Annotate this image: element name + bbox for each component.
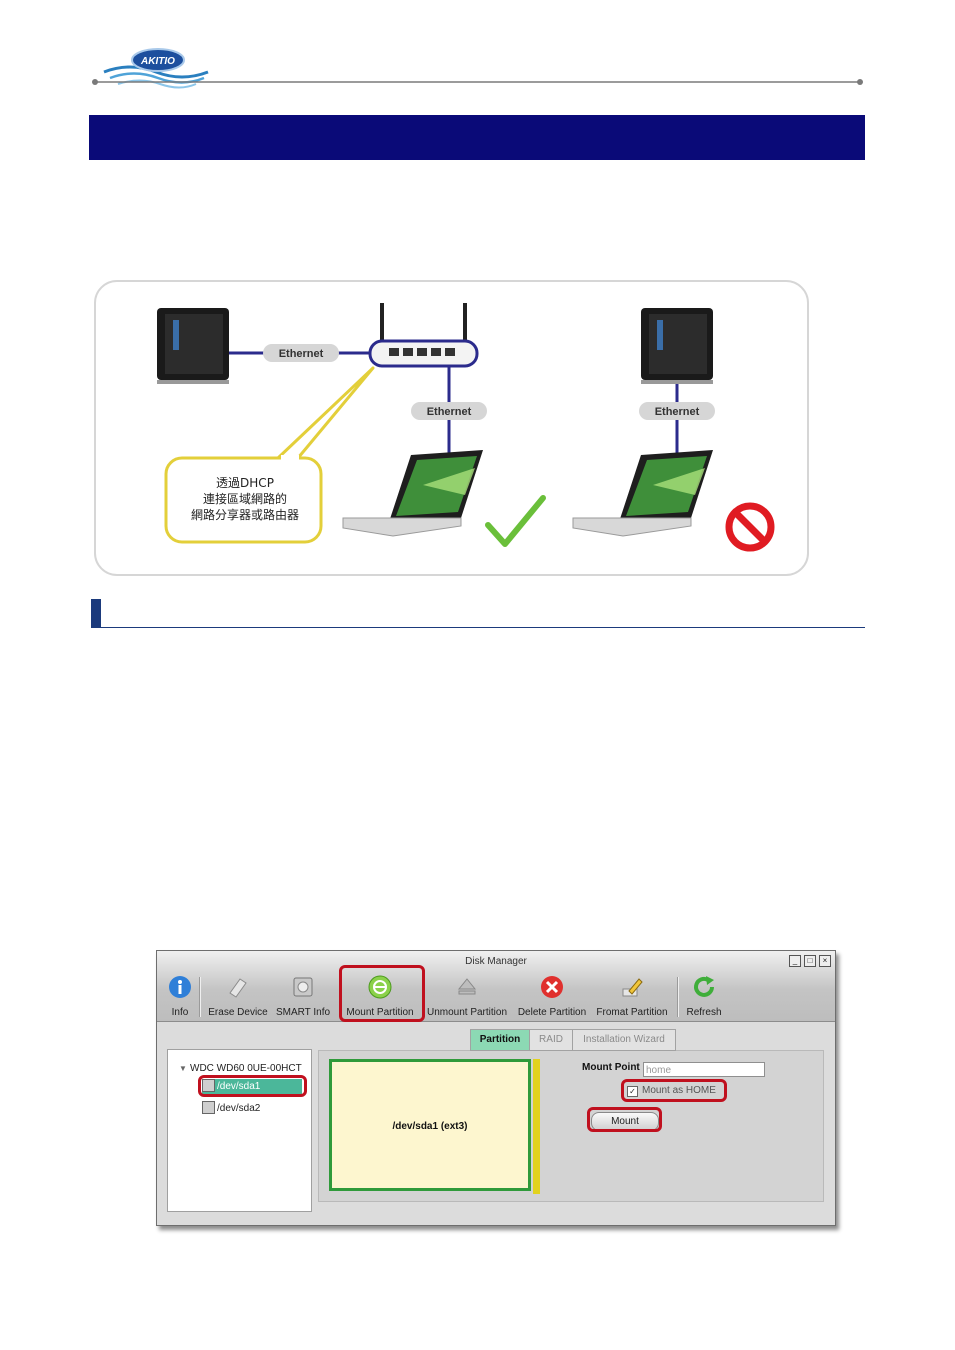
chapter-title-bar xyxy=(89,115,865,160)
section-heading-rule xyxy=(91,627,865,628)
callout-line: 透過DHCP xyxy=(216,476,274,490)
partition-icon xyxy=(202,1101,215,1114)
window-toolbar: Disk Manager _ □ × Info Erase Device SMA… xyxy=(157,951,835,1022)
network-diagram: Ethernet Ethernet Ethernet 透過DHCP 連接區域網路… xyxy=(94,280,809,576)
disk-manager-window: Disk Manager _ □ × Info Erase Device SMA… xyxy=(156,950,836,1226)
free-space-block[interactable] xyxy=(533,1059,540,1194)
mount-point-label: Mount Point xyxy=(582,1062,640,1073)
mount-button-highlight xyxy=(587,1107,662,1132)
section-heading-marker xyxy=(91,599,101,628)
expand-arrow-icon[interactable]: ▼ xyxy=(179,1064,187,1073)
prohibited-icon xyxy=(725,502,775,552)
eject-icon xyxy=(457,978,477,995)
nas-server-icon xyxy=(641,308,713,384)
window-title: Disk Manager xyxy=(465,956,527,967)
smart-info-button[interactable]: SMART Info xyxy=(275,971,331,1019)
disk-node[interactable]: WDC WD60 0UE-00HCT xyxy=(190,1063,302,1074)
format-partition-button[interactable]: Fromat Partition xyxy=(593,971,671,1019)
delete-icon xyxy=(541,976,563,998)
unmount-partition-button[interactable]: Unmount Partition xyxy=(425,971,509,1019)
tree-selection-highlight xyxy=(198,1075,307,1097)
laptop-icon xyxy=(572,450,713,537)
partition-block[interactable] xyxy=(329,1059,531,1191)
minimize-icon[interactable]: _ xyxy=(789,955,801,967)
erase-device-button[interactable]: Erase Device xyxy=(205,971,271,1019)
close-icon[interactable]: × xyxy=(819,955,831,967)
nas-server-icon xyxy=(157,308,229,384)
check-mark-icon xyxy=(485,495,546,547)
callout-line: 網路分享器或路由器 xyxy=(191,507,299,522)
ethernet-label: Ethernet xyxy=(427,406,472,418)
mount-as-home-highlight xyxy=(621,1079,727,1102)
tab-installation-wizard[interactable]: Installation Wizard xyxy=(572,1029,676,1051)
selected-row xyxy=(202,1079,302,1094)
tree-item-sda1[interactable]: /dev/sda1 xyxy=(217,1081,261,1092)
hard-disk-icon xyxy=(293,977,313,997)
ethernet-label: Ethernet xyxy=(279,348,324,360)
partition-icon xyxy=(202,1079,215,1092)
partition-label: /dev/sda1 (ext3) xyxy=(392,1121,468,1132)
ethernet-label: Ethernet xyxy=(655,406,700,418)
mount-as-home-label: Mount as HOME xyxy=(642,1085,716,1096)
smart-info-label: SMART Info xyxy=(275,1007,331,1018)
erase-device-label: Erase Device xyxy=(208,1007,268,1018)
laptop-icon xyxy=(342,450,483,537)
refresh-icon xyxy=(694,976,714,997)
tree-item-sda2[interactable]: /dev/sda2 xyxy=(217,1103,261,1114)
toolbar-separator xyxy=(199,977,201,1017)
tab-partition[interactable]: Partition xyxy=(470,1029,530,1051)
info-label: Info xyxy=(171,1007,189,1018)
delete-partition-label: Delete Partition xyxy=(517,1007,587,1018)
akitio-logo: AKITIO xyxy=(103,48,209,89)
header-rule xyxy=(92,79,863,85)
callout-line: 連接區域網路的 xyxy=(203,491,287,506)
mount-partition-highlight xyxy=(339,965,425,1022)
dhcp-callout: 透過DHCP 連接區域網路的 網路分享器或路由器 xyxy=(164,366,375,544)
mount-as-home-checkbox[interactable]: ✓ xyxy=(627,1086,638,1097)
unmount-partition-label: Unmount Partition xyxy=(426,1007,508,1018)
delete-partition-button[interactable]: Delete Partition xyxy=(515,971,589,1019)
format-partition-label: Fromat Partition xyxy=(596,1007,668,1018)
logo-lettering: AKITIO xyxy=(140,56,175,67)
eraser-icon xyxy=(229,978,247,998)
toolbar-separator xyxy=(677,977,679,1017)
mount-point-input[interactable]: home xyxy=(643,1062,765,1077)
info-icon xyxy=(169,976,191,998)
info-button[interactable]: Info xyxy=(165,971,195,1019)
maximize-icon[interactable]: □ xyxy=(804,955,816,967)
tab-raid[interactable]: RAID xyxy=(529,1029,573,1051)
router-icon xyxy=(368,303,479,368)
refresh-button[interactable]: Refresh xyxy=(683,971,725,1019)
refresh-label: Refresh xyxy=(686,1007,722,1018)
mount-partition-button[interactable]: Mount Partition xyxy=(345,971,415,1019)
pencil-icon xyxy=(622,978,643,997)
mount-icon xyxy=(368,975,392,999)
mount-partition-label: Mount Partition xyxy=(346,1007,414,1018)
